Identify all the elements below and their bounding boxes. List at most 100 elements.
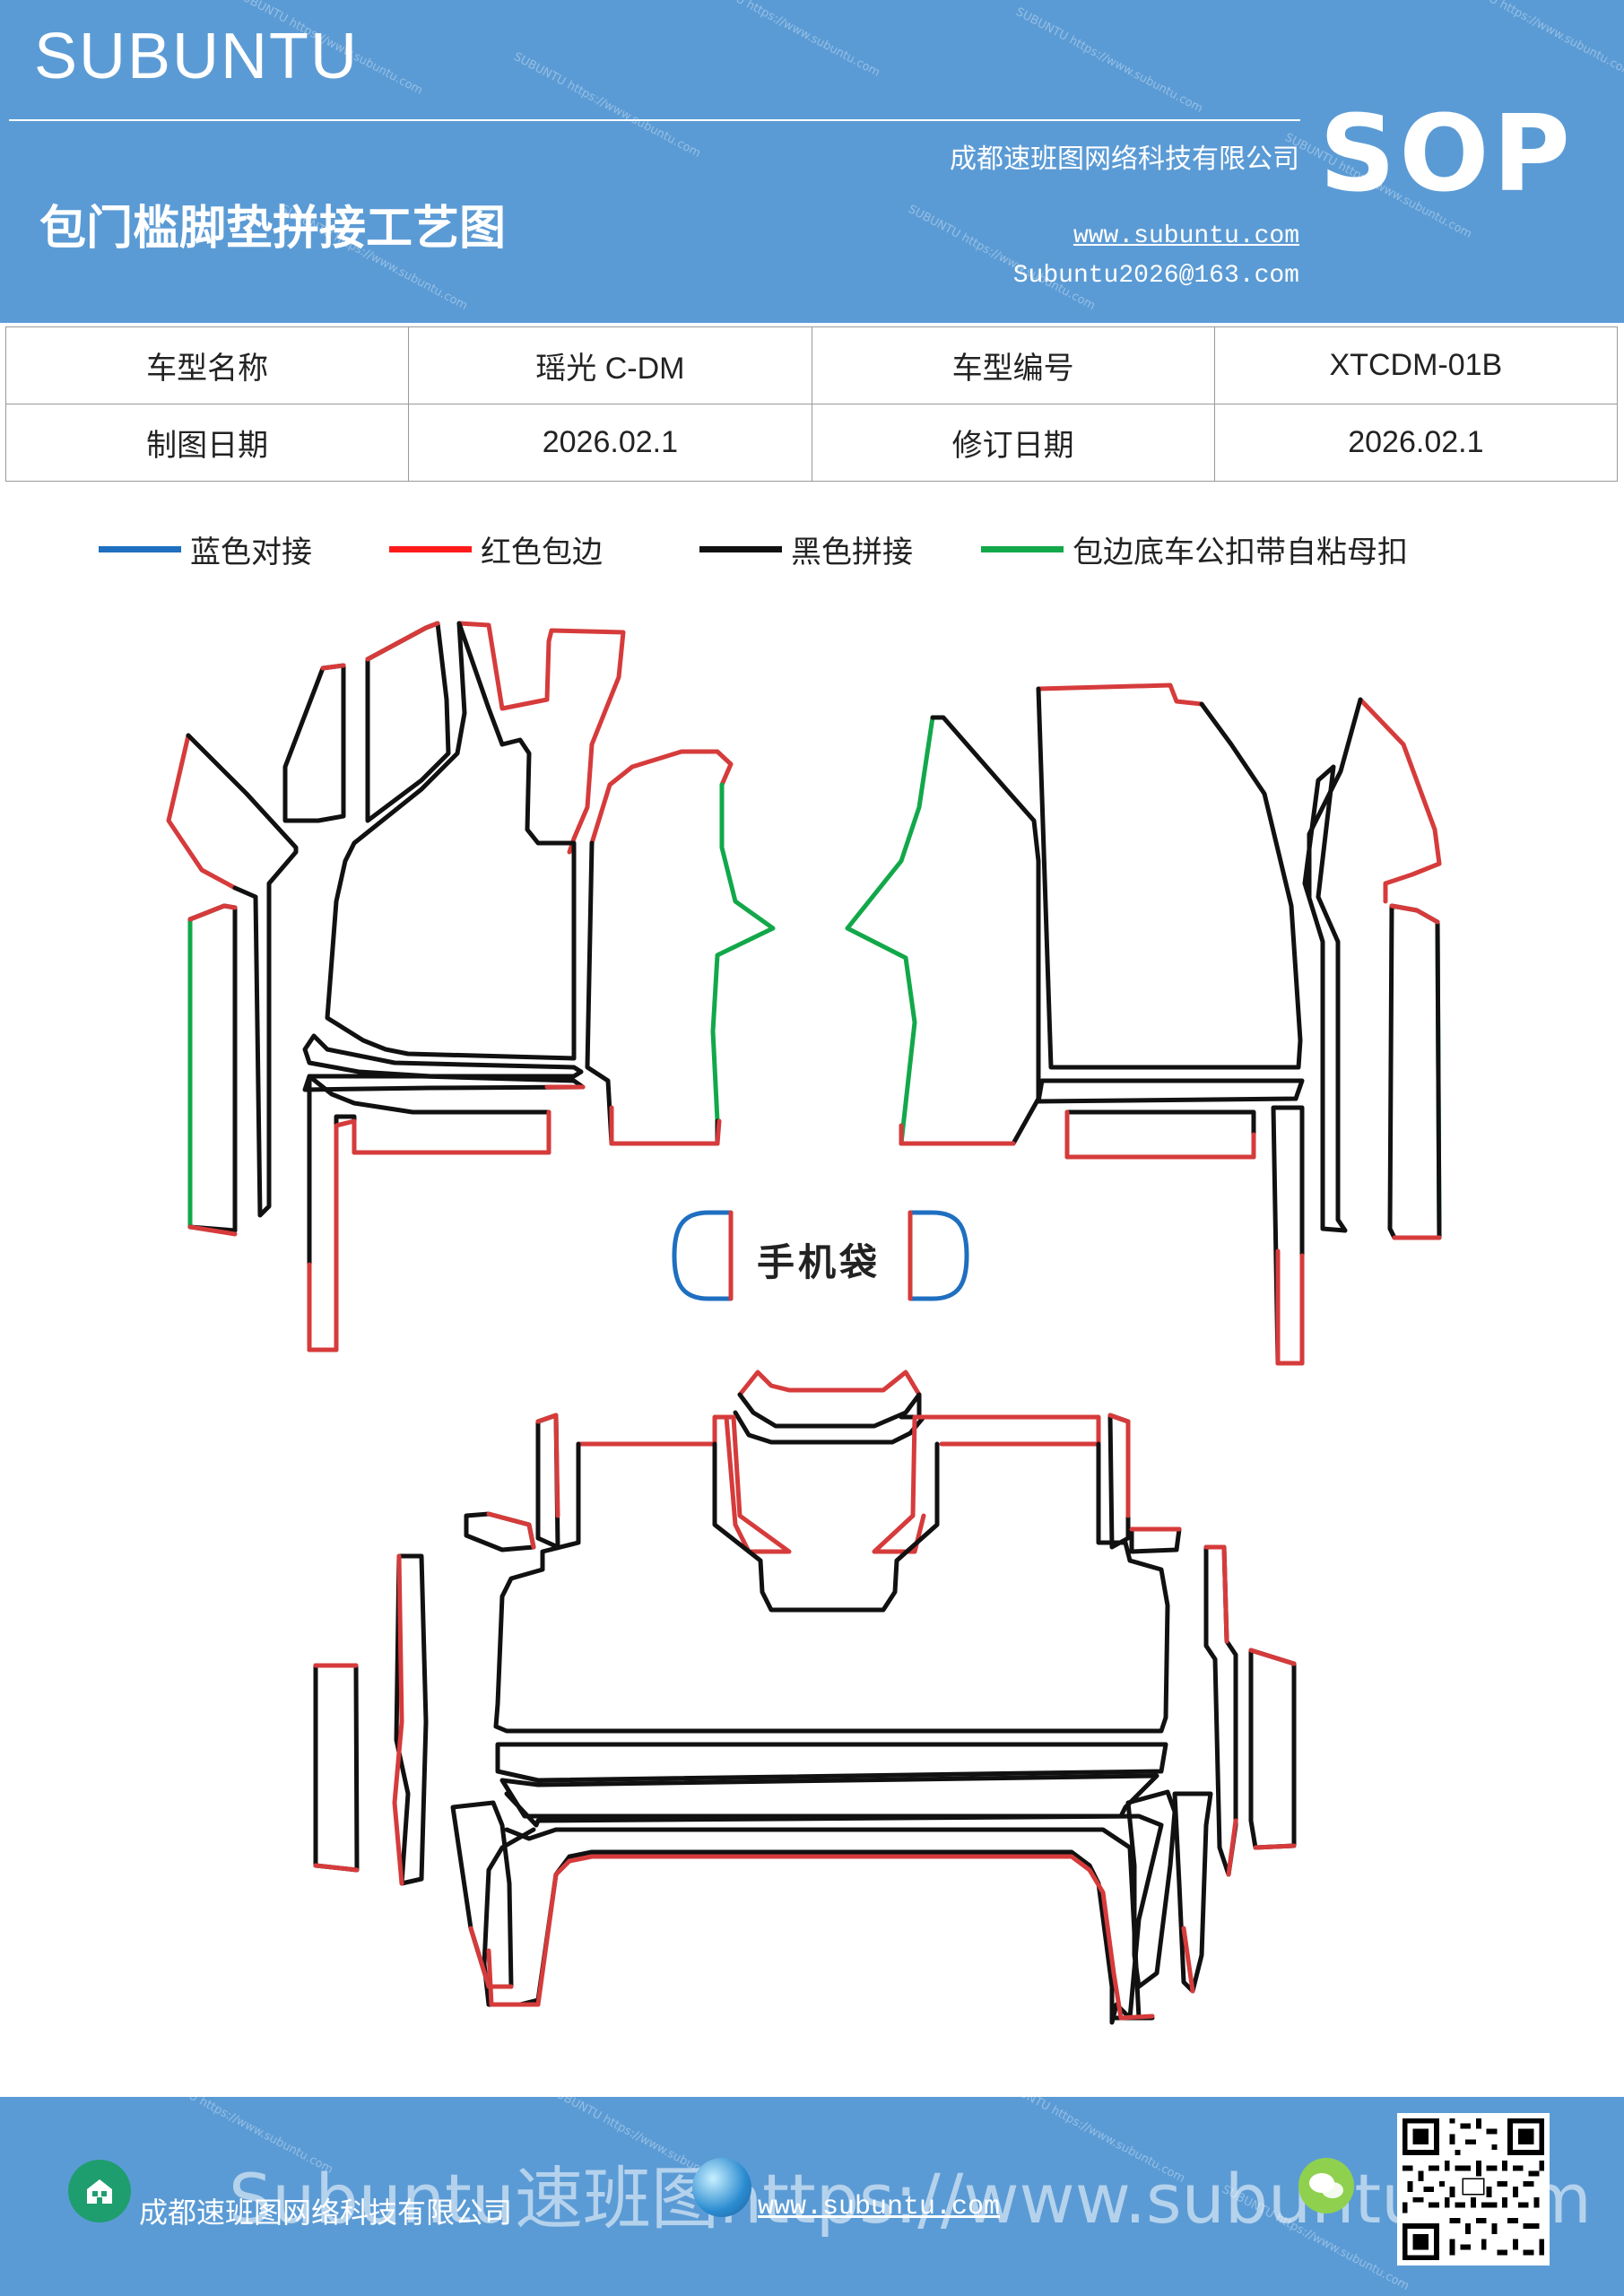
- footer-banner: SUBUNTU https://www.subuntu.com SUBUNTU …: [0, 2097, 1624, 2296]
- right-side-panel: [1307, 697, 1363, 900]
- right-tall-trim-red: [1275, 1248, 1305, 1366]
- qr-code-pattern: [1402, 2118, 1545, 2261]
- rear-main-mat-red: [576, 1414, 792, 1554]
- legend-label: 蓝色对接: [190, 535, 312, 570]
- rear-left-sill: [313, 1663, 360, 1873]
- passenger-mat-green: [710, 782, 776, 1124]
- revision-date-label: 修订日期: [811, 404, 1215, 482]
- left-sill-strip-top: [187, 903, 238, 922]
- brand-name: SUBUNTU: [34, 21, 360, 92]
- right-side-trim: [1302, 764, 1348, 1233]
- right-driver-mat-red: [1036, 683, 1204, 707]
- rear-right-side-panel-2: [1172, 1791, 1213, 1994]
- legend-swatch: [699, 546, 782, 552]
- rear-left-bracket-red: [486, 1511, 536, 1550]
- right-sill-strip-red: [1389, 903, 1440, 925]
- rear-right-post-red: [1107, 1413, 1131, 1518]
- model-name-value: 瑶光 C-DM: [408, 326, 812, 404]
- left-tall-trim: [282, 663, 346, 823]
- draw-date-label: 制图日期: [4, 404, 410, 482]
- rear-bottom-frame: [504, 1827, 1142, 2021]
- right-passenger-mat-red: [899, 1123, 1016, 1146]
- rear-right-post: [1107, 1413, 1131, 1550]
- right-driver-mat: [1036, 686, 1303, 1070]
- legend-label: 包边底车公扣带自粘母扣: [1073, 535, 1408, 570]
- rear-left-trim-red: [392, 1553, 404, 1886]
- right-cross-strip: [1036, 1078, 1305, 1104]
- driver-mat: [325, 621, 577, 1061]
- right-l-trim: [1064, 1109, 1256, 1160]
- right-passenger-mat-green: [845, 715, 935, 1146]
- passenger-mat: [585, 840, 720, 1146]
- document-title: 包门槛脚垫拼接工艺图: [39, 202, 507, 256]
- line-legend: 蓝色对接 红色包边 黑色拼接 包边底车公扣带自粘母扣: [0, 527, 1624, 572]
- left-side-panel-red: [166, 733, 238, 891]
- right-front-mats: [845, 683, 1442, 1366]
- sop-badge: SOP: [1319, 91, 1574, 215]
- website-link[interactable]: www.subuntu.com: [1073, 222, 1299, 250]
- rear-right-sill: [1248, 1648, 1297, 1850]
- driver-cross-strip: [302, 1033, 584, 1079]
- draw-date-value: 2026.02.1: [408, 404, 812, 482]
- rear-left-sill-red: [313, 1663, 360, 1873]
- legend-item-red: 红色包边: [389, 527, 603, 571]
- model-code-value: XTCDM-01B: [1213, 326, 1619, 404]
- legend-item-blue: 蓝色对接: [99, 527, 312, 571]
- right-sill-strip: [1387, 903, 1442, 1240]
- rear-right-side-panel-red: [1181, 1926, 1195, 1994]
- legend-swatch: [99, 546, 181, 552]
- home-icon: [68, 2160, 131, 2222]
- footer-company-name: 成都速班图网络科技有限公司: [139, 2196, 513, 2230]
- rear-left-bracket: [464, 1511, 536, 1552]
- table-row: 车型名称 瑶光 C-DM 车型编号 XTCDM-01B: [4, 326, 1619, 404]
- phone-pocket-left-blue: [672, 1210, 734, 1301]
- legend-label: 黑色拼接: [791, 535, 913, 570]
- phone-pocket-right-blue: [908, 1210, 969, 1301]
- driver-lower-strip: [302, 1074, 586, 1092]
- rear-main-mat-red-r: [872, 1414, 1101, 1554]
- rear-right-sill-red: [1248, 1648, 1297, 1850]
- rear-right-bracket: [1129, 1526, 1182, 1554]
- home-glyph: [87, 2179, 112, 2204]
- driver-mat-red: [456, 621, 626, 855]
- contact-email[interactable]: Subuntu2026@163.com: [1012, 262, 1299, 290]
- rear-console-red: [737, 1370, 922, 1397]
- rear-right-side-panel: [1125, 1789, 1177, 1989]
- footer-overlay-text: Subuntu速班图https://www.subuntu.com: [229, 2159, 1592, 2239]
- header-banner: SUBUNTU https://www.subuntu.com SUBUNTU …: [0, 0, 1624, 323]
- rear-right-trim-red: [1203, 1544, 1238, 1877]
- legend-item-green: 包边底车公扣带自粘母扣: [981, 527, 1408, 571]
- phone-pocket-label: 手机袋: [757, 1240, 881, 1284]
- globe-icon: [692, 2158, 751, 2217]
- rear-main-mat: [493, 1441, 1170, 1734]
- rear-left-side-panel-red: [468, 1926, 514, 1989]
- right-l-trim-red: [1064, 1109, 1256, 1160]
- legend-item-black: 黑色拼接: [699, 527, 913, 571]
- right-passenger-mat: [899, 715, 1041, 1146]
- left-sill-strip-bottom: [187, 1224, 238, 1237]
- passenger-mat-bottom-red: [609, 1105, 722, 1146]
- legend-label: 红色包边: [481, 535, 603, 570]
- rear-main-mat-inner: [712, 1441, 940, 1613]
- wechat-icon: [1298, 2158, 1354, 2213]
- vehicle-info-table: 车型名称 瑶光 C-DM 车型编号 XTCDM-01B 制图日期 2026.02…: [4, 326, 1619, 482]
- footer-website-link[interactable]: www.subuntu.com: [758, 2192, 1001, 2222]
- header-divider: [9, 119, 1300, 121]
- rear-mats: [313, 1370, 1297, 2025]
- rear-bottom-red: [486, 1854, 1155, 2021]
- left-front-mats: [166, 621, 776, 1352]
- wechat-glyph: [1309, 2173, 1343, 2198]
- company-name: 成都速班图网络科技有限公司: [950, 144, 1299, 175]
- left-mid-trim-red: [365, 621, 440, 662]
- rear-right-trim: [1203, 1544, 1238, 1877]
- legend-swatch: [981, 546, 1064, 552]
- left-l-trim-red: [307, 1109, 551, 1352]
- rear-left-post-red: [535, 1413, 560, 1518]
- left-side-panel: [186, 733, 299, 1218]
- passenger-mat-red: [589, 749, 734, 846]
- phone-pocket: [672, 1210, 969, 1301]
- table-row: 制图日期 2026.02.1 修订日期 2026.02.1: [4, 404, 1619, 482]
- right-side-panel-red: [1358, 697, 1442, 904]
- rear-console: [737, 1392, 922, 1429]
